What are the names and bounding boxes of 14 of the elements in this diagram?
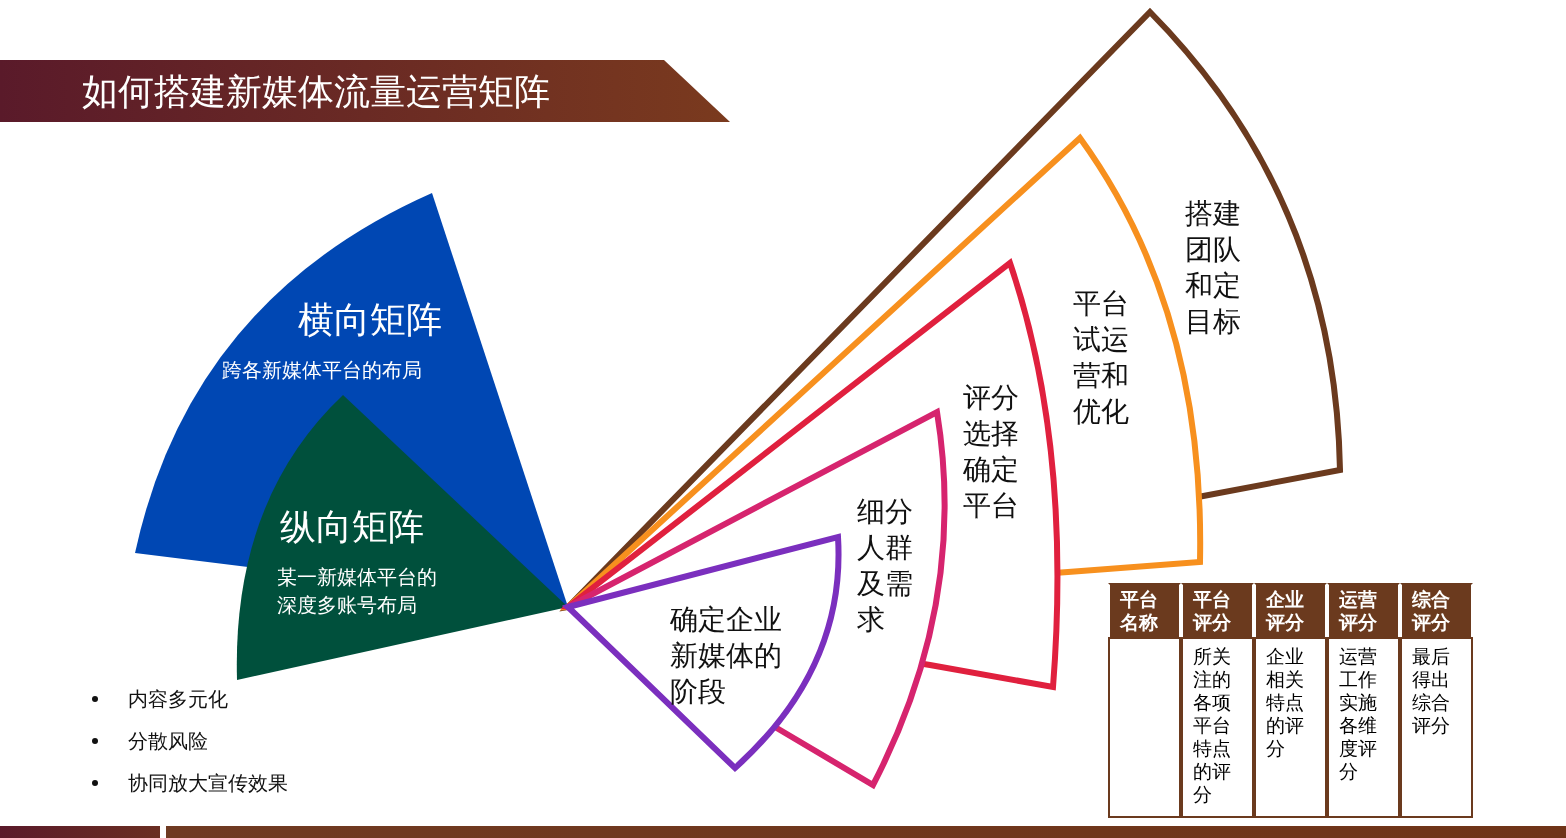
sector-caption: 跨各新媒体平台的布局	[222, 357, 423, 383]
bullet-item: 内容多元化	[128, 686, 228, 712]
table-cell: 所关注的各项平台特点的评分	[1181, 637, 1254, 818]
sector-caption: 某一新媒体平台的深度多账号布局	[277, 564, 438, 619]
table-cell: 运营工作实施各维度评分	[1327, 637, 1400, 818]
title: 如何搭建新媒体流量运营矩阵	[82, 70, 550, 114]
table-header-cell: 运营评分	[1327, 583, 1400, 639]
table-cell: 最后得出综合评分	[1400, 637, 1473, 818]
sector-heading: 纵向矩阵	[280, 505, 425, 549]
table-header-cell: 综合评分	[1400, 583, 1473, 639]
bullet-item: 分散风险	[128, 728, 208, 754]
sector-heading: 横向矩阵	[298, 298, 443, 342]
bullet-item: 协同放大宣传效果	[128, 770, 288, 796]
table-cell: 企业相关特点的评分	[1254, 637, 1327, 818]
